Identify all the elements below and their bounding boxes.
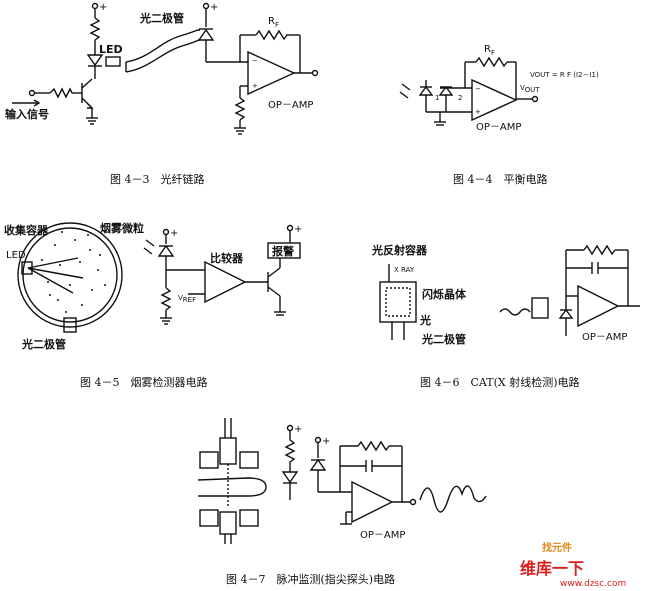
svg-text:+: + [322, 436, 330, 447]
site-watermark: 找元件 维库一下 www.dzsc.com [520, 541, 626, 589]
input-signal-label: 输入信号 [5, 107, 49, 121]
fig-4-4-caption: 图 4－4 平衡电路 [453, 173, 548, 186]
svg-text:VOUT: VOUT [520, 84, 540, 94]
collection-chamber [17, 222, 123, 328]
fig-4-6-caption: 图 4－6 CAT(X 射线检测)电路 [420, 375, 580, 389]
svg-text:OP－AMP: OP－AMP [582, 332, 627, 343]
photodiode [197, 28, 215, 41]
svg-text:RF: RF [484, 44, 495, 57]
smoke-particles [41, 231, 106, 313]
svg-text:1: 1 [435, 94, 439, 102]
reflector-container [379, 281, 417, 323]
svg-text:VREF: VREF [178, 294, 196, 304]
led-resistor [89, 17, 101, 41]
svg-text:−: − [252, 57, 258, 65]
photodiode-sensor [63, 317, 77, 333]
svg-text:LED: LED [6, 250, 26, 261]
svg-text:光二极管: 光二极管 [421, 332, 466, 346]
svg-text:OP－AMP: OP－AMP [360, 530, 405, 541]
finger [197, 477, 267, 497]
photodiode [558, 308, 574, 319]
op-amp [471, 78, 518, 122]
svg-text:OP－AMP: OP－AMP [476, 122, 521, 133]
svg-text:+: + [294, 424, 302, 435]
input-terminal [28, 89, 36, 97]
base-resistor [49, 87, 73, 99]
fig-4-7-pulse-monitor: + + OP－AMP 图 4－7 脉冲监测(指尖探头)电路 [197, 418, 487, 586]
led-label: LED [99, 43, 123, 56]
output-terminal [311, 69, 319, 77]
fig-4-4-balanced-circuit: VOUT = R F (I2－I1) RF − + VOUT 1 2 OP－AM… [399, 44, 599, 186]
svg-text:X RAY: X RAY [394, 266, 415, 274]
svg-text:维库一下: 维库一下 [520, 559, 584, 578]
led-diode [86, 54, 104, 67]
comparator-label: 比较器 [210, 251, 244, 265]
svg-text:VOUT = R F (I2－I1): VOUT = R F (I2－I1) [530, 71, 599, 79]
alarm-box [267, 242, 301, 259]
scintillation-crystal [385, 287, 411, 317]
fig-4-3-caption: 图 4－3 光纤链路 [110, 172, 205, 186]
svg-text:找元件: 找元件 [542, 541, 572, 554]
svg-text:−: − [475, 85, 481, 93]
photodiode-label: 光二极管 [21, 337, 66, 351]
svg-text:+: + [210, 2, 218, 13]
particles-label: 烟雾微粒 [100, 221, 144, 235]
led-emitter [21, 261, 33, 275]
supply-terminal [91, 2, 99, 10]
op-amp [351, 480, 394, 524]
svg-text:闪烁晶体: 闪烁晶体 [422, 287, 467, 301]
fig-4-6-cat-circuit: 光反射容器 X RAY 闪烁晶体 光 光二极管 OP－AMP 图 4－6 CAT… [371, 243, 640, 389]
comparator [204, 260, 247, 304]
optical-fiber [125, 29, 201, 63]
feedback-resistor [255, 29, 288, 41]
svg-text:+: + [252, 82, 258, 90]
svg-text:+: + [294, 224, 302, 235]
svg-text:光反射容器: 光反射容器 [371, 243, 428, 257]
op-amp-label: OP－AMP [268, 100, 313, 111]
op-amp [247, 50, 296, 96]
photodiode [309, 458, 327, 471]
svg-text:+: + [475, 108, 481, 116]
svg-text:www.dzsc.com: www.dzsc.com [560, 579, 626, 589]
collector-label: 收集容器 [4, 223, 49, 237]
svg-text:+: + [170, 228, 178, 239]
svg-text:+: + [99, 2, 107, 13]
photodiode-1 [418, 85, 434, 96]
svg-text:2: 2 [458, 94, 462, 102]
fiber-label: 光二极管 [139, 11, 184, 25]
fig-4-3-fiber-link: 输入信号 + LED 光二极管 + − + [5, 2, 319, 186]
svg-text:RF: RF [268, 16, 279, 29]
op-amp [577, 284, 620, 328]
fig-4-5-caption: 图 4－5 烟雾检测器电路 [80, 375, 208, 389]
svg-text:光: 光 [419, 313, 431, 327]
fig-4-5-smoke-detector: LED 收集容器 烟雾微粒 光二极管 + VREF 比较器 报警 + [4, 221, 302, 389]
pulse-waveform [419, 485, 487, 513]
photodiode [157, 244, 175, 257]
svg-text:报警: 报警 [272, 244, 294, 258]
fiber-coupler-left [105, 56, 121, 67]
fig-4-7-caption: 图 4－7 脉冲监测(指尖探头)电路 [226, 572, 395, 586]
